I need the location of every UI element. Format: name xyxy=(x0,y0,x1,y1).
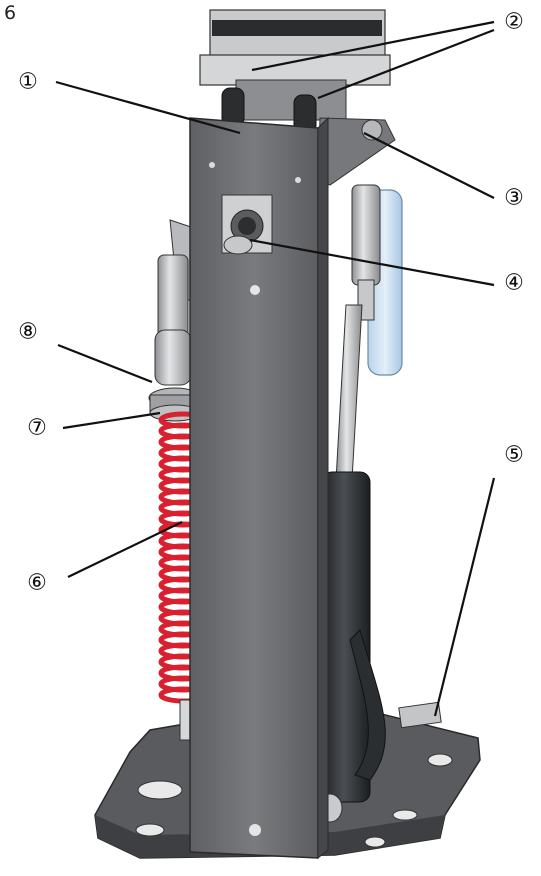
figure-number: 6 xyxy=(4,2,17,24)
main-column-plate xyxy=(189,116,329,860)
callout-4: ④ xyxy=(504,271,524,296)
callouts: ① ② ③ ④ ⑤ ⑥ ⑦ ⑧ xyxy=(18,10,524,596)
hydraulic-actuator xyxy=(317,471,442,823)
callout-5: ⑤ xyxy=(504,443,524,468)
electrical-connector xyxy=(221,194,273,255)
callout-1: ① xyxy=(18,70,38,95)
callout-2: ② xyxy=(504,10,524,35)
callout-3: ③ xyxy=(504,186,524,211)
callout-7: ⑦ xyxy=(27,416,47,441)
callout-8: ⑧ xyxy=(18,320,38,345)
callout-6: ⑥ xyxy=(27,571,47,596)
leader-lines xyxy=(55,20,496,717)
